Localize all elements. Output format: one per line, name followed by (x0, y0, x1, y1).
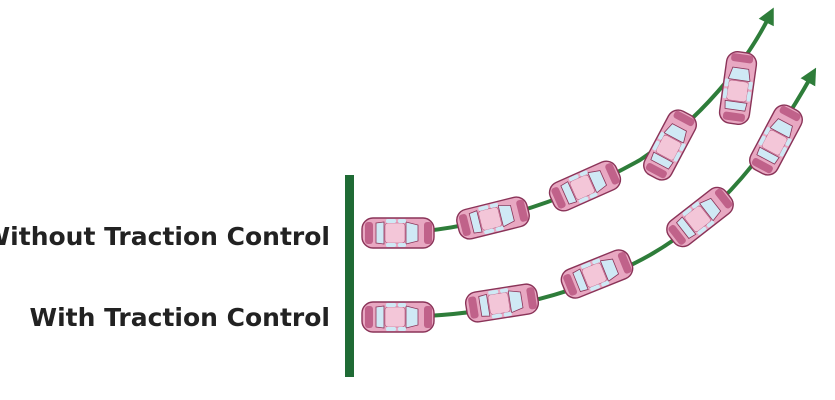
car-icon (661, 182, 739, 252)
car-icon (557, 245, 637, 303)
car-icon (453, 194, 533, 242)
car-icon (639, 105, 701, 185)
label-with-traction-control: With Traction Control (29, 303, 330, 332)
start-wall (345, 175, 354, 377)
car-icon (717, 49, 759, 127)
car-icon (361, 301, 435, 333)
car-icon (463, 281, 541, 325)
car-icon (745, 100, 807, 180)
label-without-traction-control: Without Traction Control (0, 222, 330, 251)
car-icon (545, 156, 625, 216)
car-icon (361, 217, 435, 249)
